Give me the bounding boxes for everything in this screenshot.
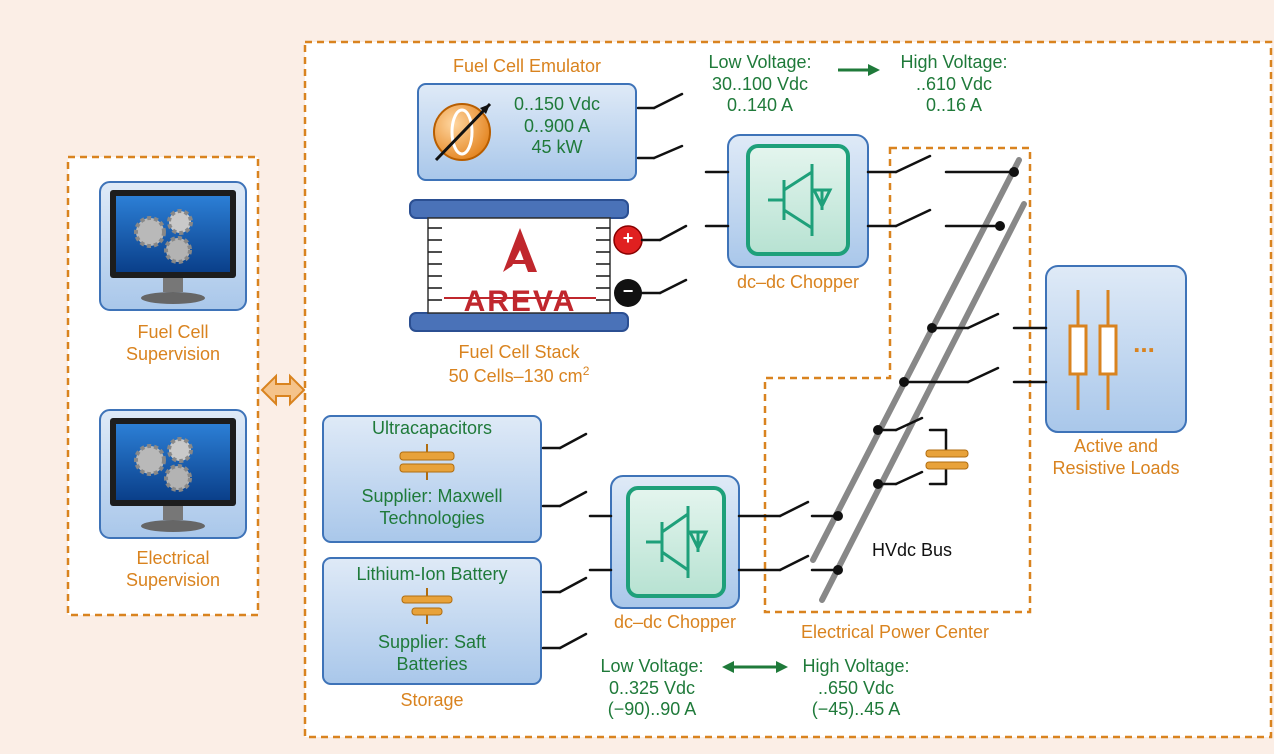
monitor-icon-electrical — [99, 409, 247, 539]
stack-label: Fuel Cell Stack 50 Cells–130 cm2 — [448, 342, 590, 386]
minus-terminal-label: − — [622, 281, 634, 301]
ultracap-supplier: Supplier: Maxwell Technologies — [361, 486, 503, 528]
chopper-bottom-label: dc–dc Chopper — [613, 612, 737, 632]
storage-label: Storage — [400, 690, 464, 710]
chopper-icon-bottom — [610, 475, 740, 609]
bus-junctions — [833, 167, 1019, 575]
bottom-high-voltage: High Voltage: ..650 Vdc (−45)..45 A — [802, 656, 910, 720]
battery-icon — [401, 588, 453, 624]
capacitor-icon — [399, 444, 455, 480]
emulator-title: Fuel Cell Emulator — [452, 56, 602, 76]
ultracap-box — [322, 415, 542, 543]
hvdc-bus-bar-2 — [819, 201, 1027, 603]
fuel-cell-stack-icon — [409, 199, 643, 332]
top-low-voltage: Low Voltage: 30..100 Vdc 0..140 A — [708, 52, 812, 116]
battery-box — [322, 557, 542, 685]
battery-title: Lithium-Ion Battery — [356, 564, 508, 584]
loads-ellipsis: ... — [1133, 328, 1155, 358]
power-center-label: Electrical Power Center — [800, 622, 990, 642]
bidirectional-arrow-icon — [260, 373, 306, 407]
battery-supplier: Supplier: Saft Batteries — [377, 632, 487, 674]
bus-capacitor-icon — [925, 449, 969, 470]
power-center-outline — [763, 146, 1032, 614]
monitor-icon-fuel-cell — [99, 181, 247, 311]
plus-terminal-label: + — [622, 228, 634, 248]
areva-logo-text: AREVA — [463, 285, 577, 318]
bottom-low-voltage: Low Voltage: 0..325 Vdc (−90)..90 A — [600, 656, 704, 720]
loads-icon — [1045, 265, 1187, 433]
top-high-voltage: High Voltage: ..610 Vdc 0..16 A — [900, 52, 1008, 116]
minus-terminal-icon — [614, 279, 642, 307]
chopper-icon-top — [727, 134, 869, 268]
ultracap-title: Ultracapacitors — [371, 418, 493, 438]
electrical-supervision-label: Electrical Supervision — [125, 548, 221, 590]
hvdc-bus-label: HVdc Bus — [871, 540, 953, 560]
chopper-top-label: dc–dc Chopper — [736, 272, 860, 292]
arrow-right-icon — [838, 64, 880, 76]
fuel-cell-supervision-label: Fuel Cell Supervision — [125, 322, 221, 364]
emulator-specs: 0..150 Vdc 0..900 A 45 kW — [513, 94, 601, 158]
bidirectional-green-arrow-icon — [722, 661, 788, 673]
loads-label: Active and Resistive Loads — [1052, 436, 1180, 478]
